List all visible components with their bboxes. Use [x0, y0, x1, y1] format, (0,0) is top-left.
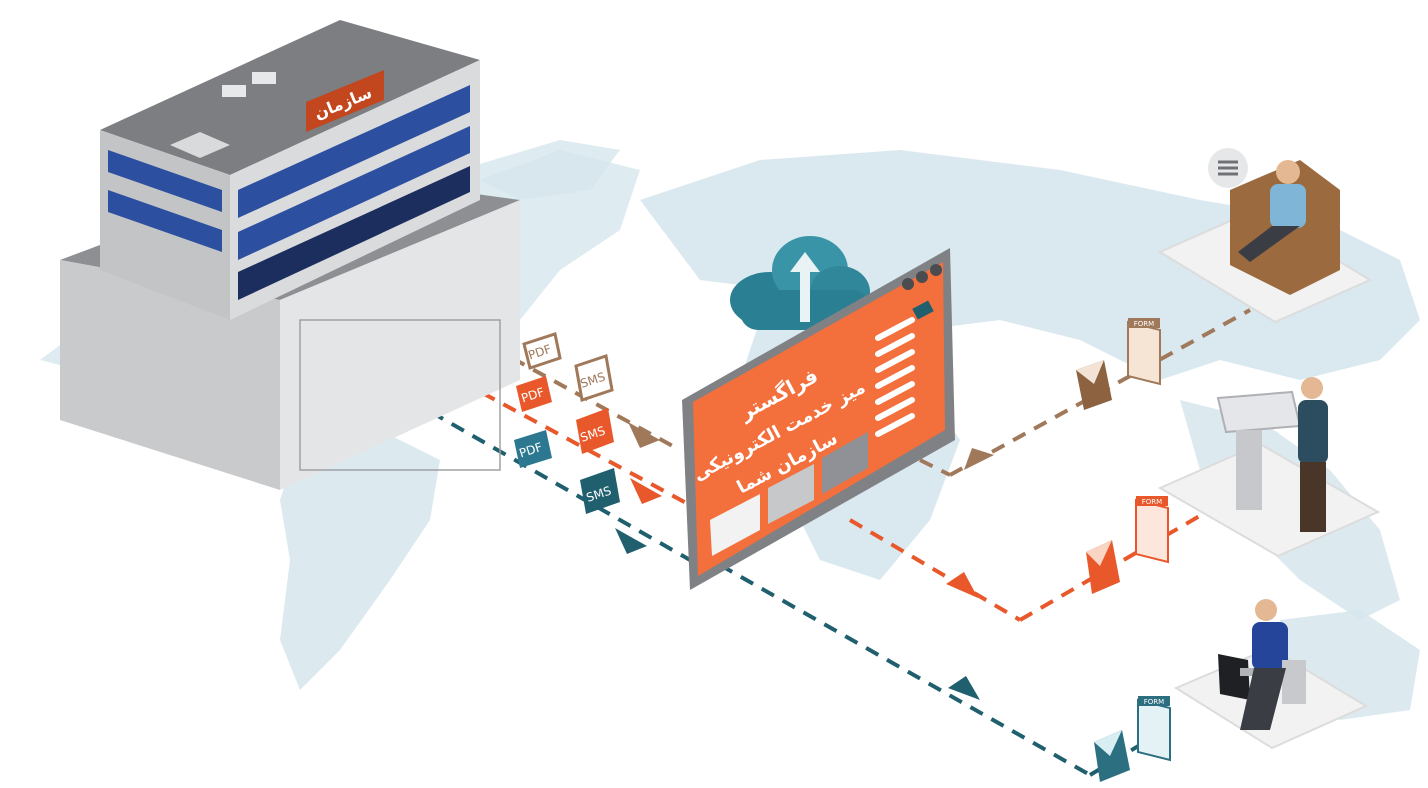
user1-body [1270, 184, 1306, 228]
building-lower-right [280, 200, 520, 490]
portal-menu-lines [875, 317, 915, 437]
user3-head [1255, 599, 1277, 621]
envelope-teal-icon [1094, 730, 1130, 782]
building-upper-windows [108, 85, 470, 300]
building-sign-board [306, 70, 384, 132]
user-armchair-phone [1157, 148, 1373, 324]
arrow-orange-mid-icon [946, 572, 978, 598]
arrow-brown-left-icon [628, 422, 660, 448]
roof-unit [170, 132, 230, 158]
user1-legs [1238, 226, 1300, 262]
flow-line-brown-left [469, 333, 681, 452]
chair [1282, 660, 1306, 704]
form-orange: FORM [1135, 496, 1169, 564]
tag-pdf-brown: PDF [522, 332, 562, 370]
laptop-icon [1218, 654, 1250, 700]
portal-box-3 [822, 432, 868, 494]
map-greenland [460, 140, 620, 200]
tag-pdf-brown-text: PDF [526, 342, 553, 363]
portal-box-2 [768, 464, 814, 524]
portal-menu-button [912, 300, 934, 320]
tag-pdf-orange: PDF [516, 376, 552, 412]
doc-tags: PDF SMS PDF SMS PDF SMS [514, 332, 620, 514]
envelopes [1076, 360, 1130, 782]
arrow-brown-mid-icon [964, 448, 994, 470]
kiosk-stand [1236, 430, 1262, 510]
roof-vent-2 [252, 72, 276, 84]
tag-sms-orange: SMS [576, 408, 614, 454]
arrow-teal-bottom-icon [948, 676, 980, 700]
arrow-teal-left-icon [615, 528, 647, 554]
flow-line-brown-mid [919, 458, 951, 477]
user-kiosk [1157, 377, 1381, 558]
user2-head [1301, 377, 1323, 399]
user3-legs [1240, 668, 1286, 730]
user-laptop [1173, 599, 1369, 750]
form-teal: FORM [1137, 696, 1171, 762]
user2-body [1298, 400, 1328, 464]
user3-body [1252, 622, 1288, 670]
form-brown-label: FORM [1134, 320, 1154, 328]
flow-line-teal-left [409, 398, 691, 562]
arrow-orange-left-icon [630, 478, 662, 504]
form-orange-label: FORM [1142, 498, 1162, 506]
flow-line-teal-bottom [719, 563, 1091, 777]
building-lower-windows [299, 319, 501, 471]
map-south-america [280, 430, 440, 690]
kiosk-screen [1216, 390, 1302, 434]
portal-screen [682, 248, 955, 590]
tag-pdf-orange-text: PDF [519, 385, 546, 406]
tag-pdf-teal-text: PDF [517, 440, 544, 461]
flow-line-orange-mid [848, 518, 1022, 622]
forms: FORM FORM FORM [1127, 318, 1171, 762]
user2-legs [1300, 462, 1326, 532]
form-teal-label: FORM [1144, 698, 1164, 706]
tag-sms-teal: SMS [580, 468, 620, 514]
cloud-icon [730, 236, 870, 330]
user1-head [1276, 160, 1300, 184]
organization-building [60, 20, 520, 490]
form-brown: FORM [1127, 318, 1161, 386]
arrow-heads [615, 422, 994, 700]
roof-vent-1 [222, 85, 246, 97]
tag-pdf-teal: PDF [514, 430, 552, 468]
portal-box-1 [710, 494, 760, 556]
tag-sms-brown: SMS [574, 354, 614, 402]
envelope-brown-icon [1076, 360, 1112, 410]
envelope-orange-icon [1086, 540, 1120, 594]
